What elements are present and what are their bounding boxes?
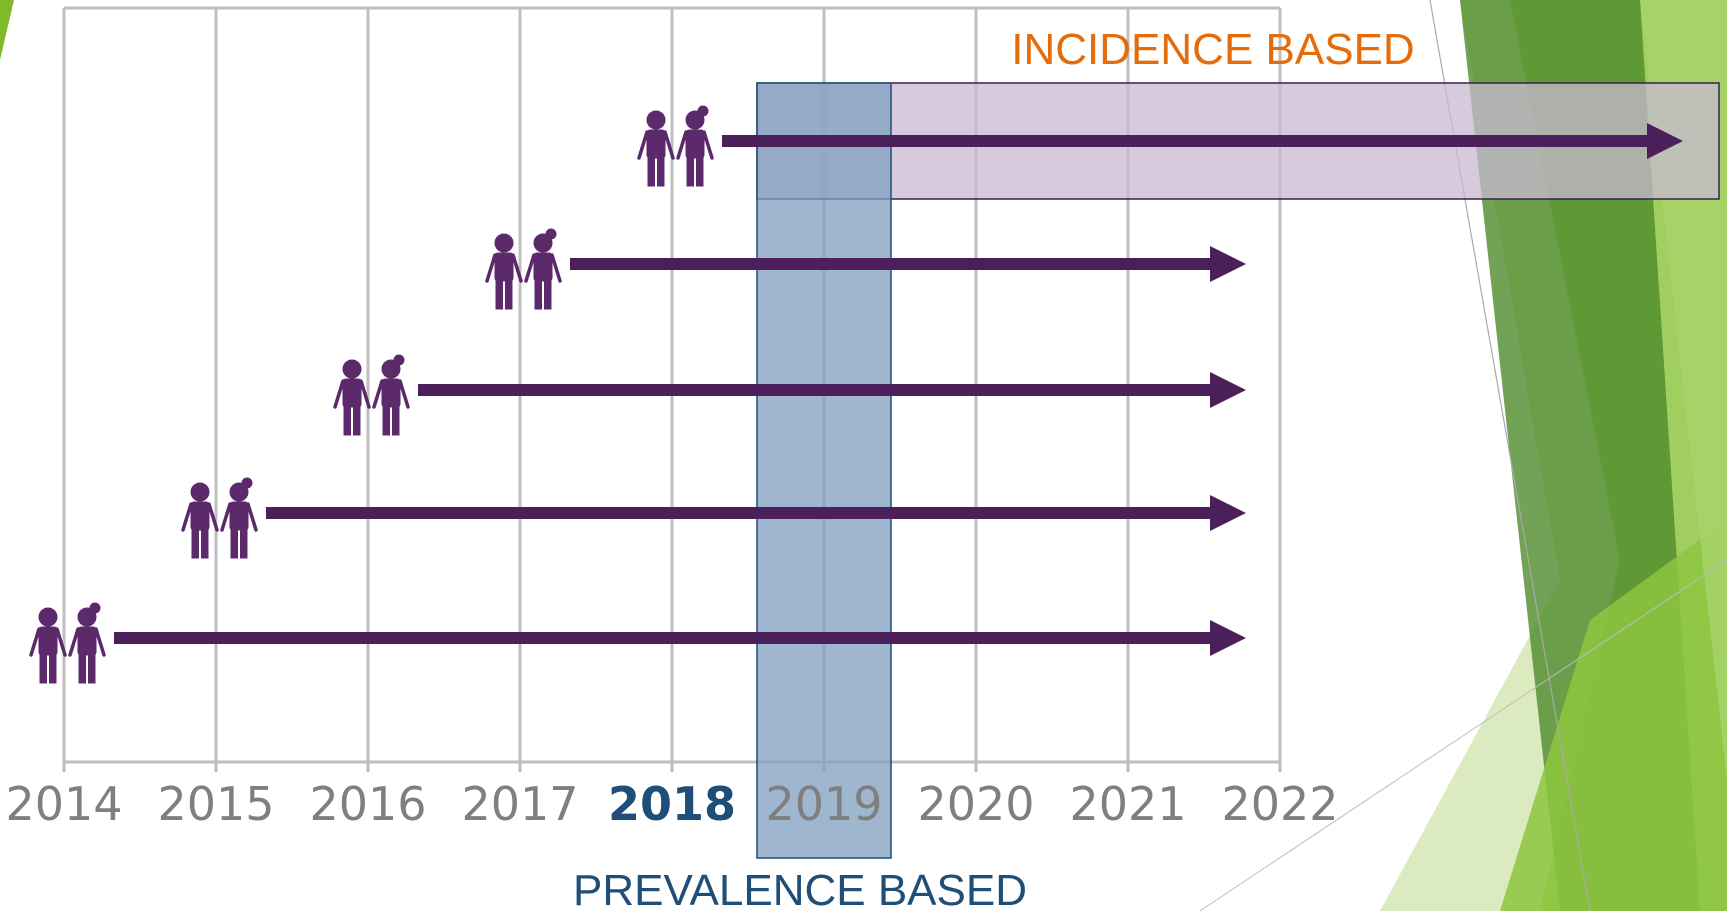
boy-icon xyxy=(181,481,219,560)
year-label-2015: 2015 xyxy=(157,777,274,831)
cohort-arrow-shaft xyxy=(722,135,1647,147)
cohort-row-2015 xyxy=(181,476,1246,560)
year-label-2018: 2018 xyxy=(608,777,736,831)
cohort-row-2016 xyxy=(333,353,1246,437)
girl-icon xyxy=(676,104,714,188)
year-label-2020: 2020 xyxy=(917,777,1034,831)
cohort-arrow-shaft xyxy=(570,258,1210,270)
cohort-arrow-head xyxy=(1210,246,1246,282)
cohort-arrow-shaft xyxy=(418,384,1210,396)
cohort-row-2018 xyxy=(637,104,1683,188)
year-axis-labels: 2014 2015 2016 2017 2018 2019 2020 2021 2022 xyxy=(5,777,1338,831)
cohort-arrow-head xyxy=(1210,372,1246,408)
boy-icon xyxy=(485,232,523,311)
boy-icon xyxy=(637,109,675,188)
girl-icon xyxy=(372,353,410,437)
cohort-arrow-shaft xyxy=(114,632,1210,644)
year-label-2021: 2021 xyxy=(1069,777,1186,831)
year-label-2016: 2016 xyxy=(309,777,426,831)
prevalence-based-band xyxy=(756,82,892,859)
year-label-2022: 2022 xyxy=(1221,777,1338,831)
cohort-arrow-head xyxy=(1210,495,1246,531)
year-label-2014: 2014 xyxy=(5,777,122,831)
boy-icon xyxy=(333,358,371,437)
cohort-arrow-head xyxy=(1647,123,1683,159)
prevalence-based-label: PREVALENCE BASED xyxy=(573,866,1027,911)
girl-icon xyxy=(220,476,258,560)
cohort-rows xyxy=(29,104,1683,685)
girl-icon xyxy=(524,227,562,311)
cohort-row-2017 xyxy=(485,227,1246,311)
cohort-arrow-shaft xyxy=(266,507,1210,519)
girl-icon xyxy=(68,601,106,685)
cohort-row-2014 xyxy=(29,601,1246,685)
boy-icon xyxy=(29,606,67,685)
incidence-based-label: INCIDENCE BASED xyxy=(1011,25,1414,74)
cohort-arrow-head xyxy=(1210,620,1246,656)
year-label-2019: 2019 xyxy=(765,777,882,831)
year-label-2017: 2017 xyxy=(461,777,578,831)
